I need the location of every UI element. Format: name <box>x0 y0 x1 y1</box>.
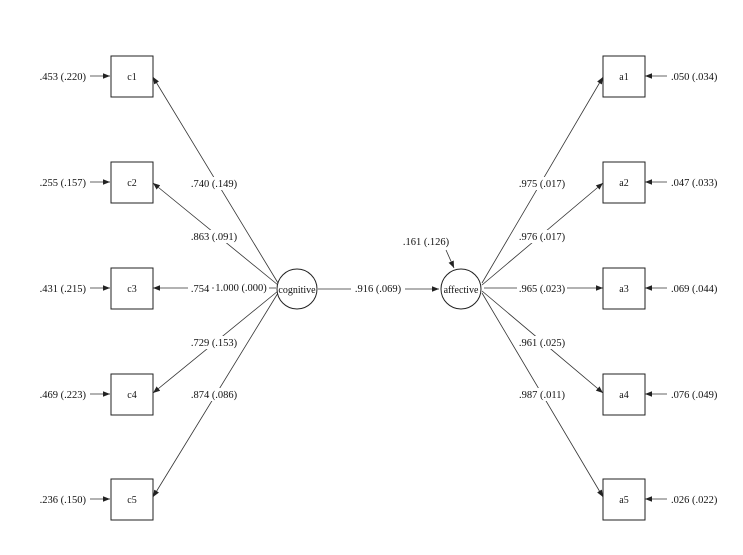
indicator-box-a5 <box>602 478 646 521</box>
indicator-box-a2 <box>602 161 646 204</box>
loading-label-c2: .863 (.091) <box>191 232 238 243</box>
loading-label-a3: .965 (.023) <box>519 284 566 295</box>
indicator-box-a1 <box>602 55 646 98</box>
latent-circle-cognitive <box>276 268 318 310</box>
indicator-label-a4: a4 <box>619 390 628 401</box>
indicator-box-c4 <box>110 373 154 416</box>
indicator-label-c5: c5 <box>127 495 136 506</box>
loading-label-a1: .975 (.017) <box>519 179 566 190</box>
loading-label-c3: .754 <box>191 284 210 295</box>
indicator-label-a2: a2 <box>619 178 628 189</box>
indicator-label-a3: a3 <box>619 284 628 295</box>
indicator-label-a5: a5 <box>619 495 628 506</box>
loading-label-a4: .961 (.025) <box>519 338 566 349</box>
loading-label-c1: .740 (.149) <box>191 179 238 190</box>
disturbance-arrow <box>445 249 455 269</box>
indicator-label-c4: c4 <box>127 390 136 401</box>
error-variance-a1: .050 (.034) <box>671 72 718 83</box>
structural-path-label: .916 (.069) <box>355 284 402 295</box>
error-variance-a3: .069 (.044) <box>671 284 718 295</box>
indicator-label-c3: c3 <box>127 284 136 295</box>
error-variance-c5: .236 (.150) <box>40 495 87 506</box>
indicator-box-c1 <box>110 55 154 98</box>
indicator-box-c2 <box>110 161 154 204</box>
latent-label-cognitive: cognitive <box>278 285 316 296</box>
error-variance-c1: .453 (.220) <box>40 72 87 83</box>
error-variance-c3: .431 (.215) <box>40 284 87 295</box>
indicator-label-a1: a1 <box>619 72 628 83</box>
latent-label-affective: affective <box>444 285 479 296</box>
loading-label-c4: .729 (.153) <box>191 338 238 349</box>
loading-label-a2: .976 (.017) <box>519 232 566 243</box>
error-variance-a4: .076 (.049) <box>671 390 718 401</box>
disturbance-label: .161 (.126) <box>403 237 450 248</box>
indicator-box-a3 <box>602 267 646 310</box>
factor-variance-cognitive: 1.000 (.000) <box>215 283 267 294</box>
indicator-box-a4 <box>602 373 646 416</box>
indicator-box-c5 <box>110 478 154 521</box>
indicator-label-c1: c1 <box>127 72 136 83</box>
error-variance-c2: .255 (.157) <box>40 178 87 189</box>
error-variance-a5: .026 (.022) <box>671 495 718 506</box>
indicator-box-c3 <box>110 267 154 310</box>
indicator-label-c2: c2 <box>127 178 136 189</box>
latent-circle-affective <box>440 268 482 310</box>
error-variance-a2: .047 (.033) <box>671 178 718 189</box>
error-variance-c4: .469 (.223) <box>40 390 87 401</box>
loading-label-a5: .987 (.011) <box>519 390 565 401</box>
loading-label-c5: .874 (.086) <box>191 390 238 401</box>
